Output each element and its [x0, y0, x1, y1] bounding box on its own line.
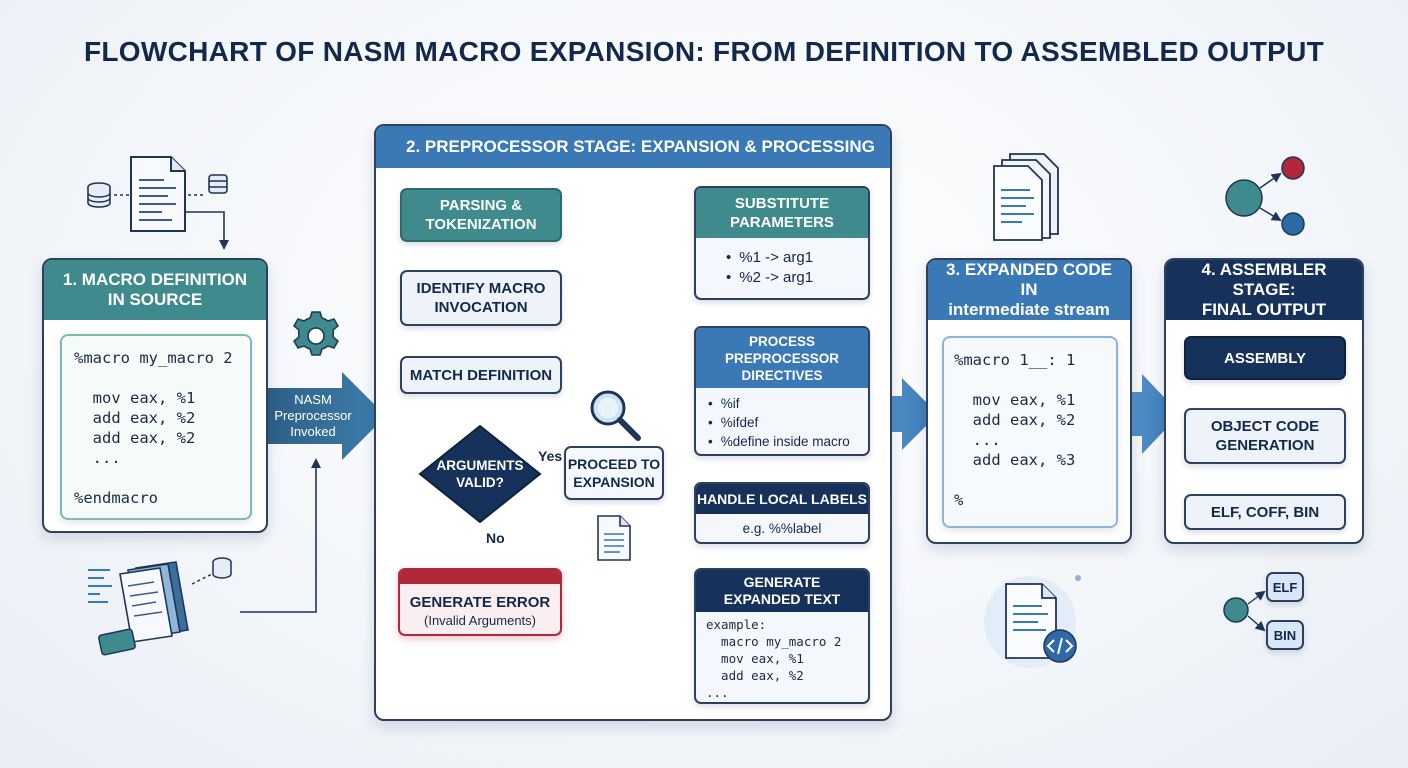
node-graph-icon — [1225, 156, 1305, 236]
directives-title: PROCESS PREPROCESSOR DIRECTIVES — [696, 328, 868, 388]
local-labels-title: HANDLE LOCAL LABELS — [696, 484, 868, 514]
arguments-valid-decision — [418, 424, 542, 524]
stage3-code: %macro 1__: 1 mov eax, %1 add eax, %2 ..… — [954, 351, 1076, 509]
diagram-title: FLOWCHART OF NASM MACRO EXPANSION: FROM … — [84, 36, 1324, 67]
substitute-item: %1 -> arg1 — [726, 248, 868, 268]
elf-badge: ELF — [1266, 572, 1304, 602]
generate-expanded-card: GENERATE EXPANDED TEXT example: macro my… — [694, 568, 870, 704]
error-subtitle: (Invalid Arguments) — [424, 613, 536, 628]
substitute-list: %1 -> arg1 %2 -> arg1 — [726, 248, 868, 288]
small-database-icon — [208, 174, 228, 194]
stage3-panel: 3. EXPANDED CODE IN intermediate stream … — [926, 258, 1132, 544]
object-code-step: OBJECT CODE GENERATION — [1184, 408, 1346, 464]
error-title: GENERATE ERROR — [409, 594, 551, 611]
document-small-icon — [597, 515, 631, 561]
identify-invocation-step: IDENTIFY MACRO INVOCATION — [400, 270, 562, 326]
stage3-header: 3. EXPANDED CODE IN intermediate stream — [928, 260, 1130, 320]
stage2-header: 2. PREPROCESSOR STAGE: EXPANSION & PROCE… — [376, 126, 890, 168]
assembly-step: ASSEMBLY — [1184, 336, 1346, 380]
generate-error-step: GENERATE ERROR (Invalid Arguments) — [398, 568, 562, 636]
local-labels-example: e.g. %%label — [742, 521, 822, 536]
decision-label: ARGUMENTS VALID? — [436, 458, 524, 490]
local-labels-card: HANDLE LOCAL LABELS e.g. %%label — [694, 482, 870, 544]
database-icon — [87, 182, 111, 208]
yes-label: Yes — [538, 448, 563, 464]
stage1-code-box: %macro my_macro 2 mov eax, %1 add eax, %… — [60, 334, 252, 520]
stage1-header: 1. MACRO DEFINITION IN SOURCE — [44, 260, 266, 320]
file-stack-icon — [993, 153, 1059, 241]
match-definition-step: MATCH DEFINITION — [400, 356, 562, 394]
directive-item: %ifdef — [708, 413, 868, 432]
output-formats-step: ELF, COFF, BIN — [1184, 494, 1346, 530]
output-badges-graph — [1223, 590, 1266, 632]
document-icon — [130, 156, 186, 232]
nasm-invoked-label: NASM Preprocessor Invoked — [274, 392, 352, 439]
laptop-files-icon — [88, 557, 232, 656]
directives-list: %if %ifdef %define inside macro — [708, 394, 868, 451]
substitute-item: %2 -> arg1 — [726, 268, 868, 288]
gear-icon — [293, 311, 339, 356]
bin-badge: BIN — [1266, 620, 1304, 650]
generate-code: example: macro my_macro 2 mov eax, %1 ad… — [706, 617, 842, 700]
stage4-header: 4. ASSEMBLER STAGE: FINAL OUTPUT — [1166, 260, 1362, 320]
generate-title: GENERATE EXPANDED TEXT — [696, 570, 868, 612]
directive-item: %define inside macro — [708, 432, 868, 451]
proceed-to-expansion-step: PROCEED TO EXPANSION — [564, 446, 664, 500]
no-label: No — [486, 530, 505, 546]
directive-item: %if — [708, 394, 868, 413]
stage1-macro-code: %macro my_macro 2 mov eax, %1 add eax, %… — [74, 349, 233, 507]
parsing-tokenization-step: PARSING & TOKENIZATION — [400, 188, 562, 242]
process-directives-card: PROCESS PREPROCESSOR DIRECTIVES %if %ifd… — [694, 326, 870, 456]
stage3-code-box: %macro 1__: 1 mov eax, %1 add eax, %2 ..… — [942, 336, 1118, 528]
magnifier-icon — [590, 390, 641, 441]
code-file-icon — [984, 575, 1081, 668]
substitute-title: SUBSTITUTE PARAMETERS — [696, 188, 868, 238]
stage1-panel: 1. MACRO DEFINITION IN SOURCE %macro my_… — [42, 258, 268, 533]
substitute-parameters-card: SUBSTITUTE PARAMETERS %1 -> arg1 %2 -> a… — [694, 186, 870, 300]
